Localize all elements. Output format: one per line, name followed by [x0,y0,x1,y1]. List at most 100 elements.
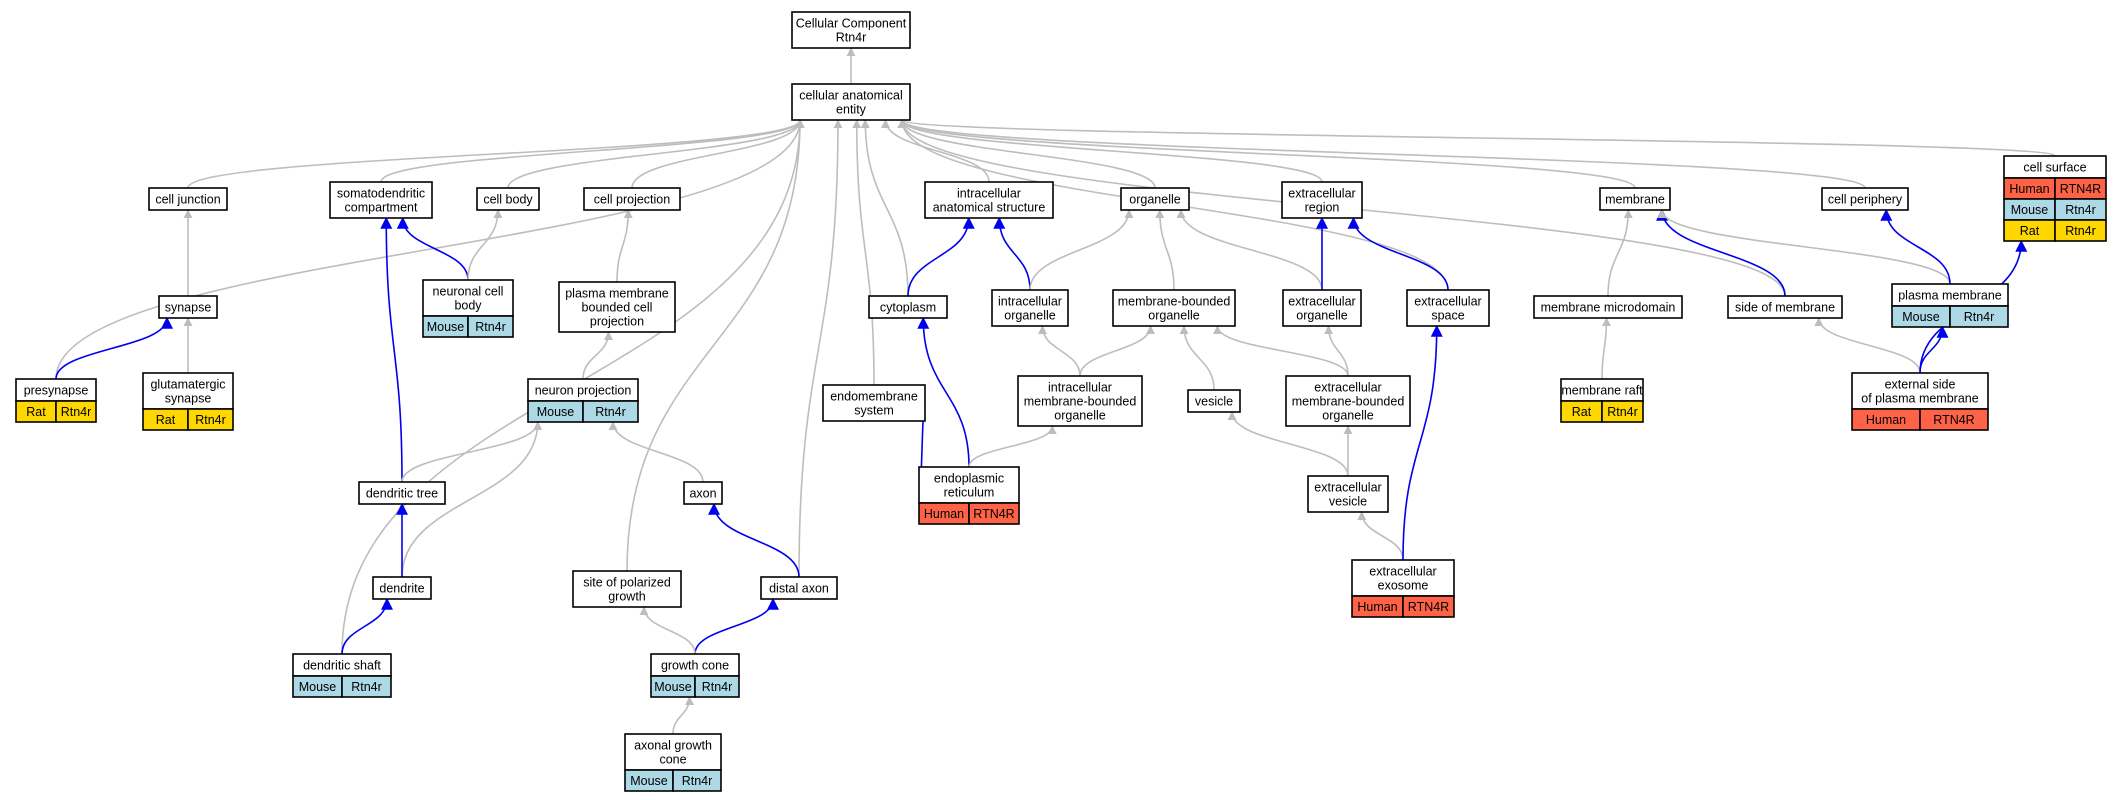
edge-dax-axon [708,502,800,578]
node-label: dendrite [379,582,424,596]
node-box [558,281,676,333]
node-box [791,11,911,49]
node-label: organelle [1322,409,1373,423]
gene-cell [341,675,392,698]
gene-cell [2054,219,2107,242]
edge-es-er [1347,216,1449,291]
edge-imbo-io [1038,325,1081,377]
node-dt[interactable]: dendritic tree [358,481,446,505]
species-label: Human [1866,413,1906,427]
node-label: cell projection [594,193,670,207]
node-box [760,576,838,600]
node-label: organelle [1129,193,1180,207]
node-syn[interactable]: synapse [158,295,218,319]
node-cper[interactable]: cell periphery [1821,187,1909,211]
node-box [422,279,514,317]
node-box [1599,187,1671,211]
node-som[interactable]: side of membrane [1727,295,1843,319]
edge-mbo-org [1155,209,1175,291]
edge-ds-den [341,597,393,655]
node-box [1187,389,1241,413]
node-label: plasma membrane [565,287,669,301]
node-box [1307,475,1389,513]
node-label: organelle [1296,309,1347,323]
node-cb[interactable]: cell body [476,187,540,211]
node-label: endoplasmic [934,472,1004,486]
node-ves[interactable]: vesicle [1187,389,1241,413]
edge-cb-cae [507,119,805,189]
node-box [1120,187,1190,211]
edge-sdc-cae [380,119,805,183]
node-label: distal axon [769,582,829,596]
species-label: Rat [156,413,176,427]
node-label: cell surface [2023,161,2086,175]
edge-exo-es [1402,324,1443,561]
node-box [148,187,228,211]
node-box [329,181,433,219]
node-label: extracellular [1414,295,1481,309]
species-label: Mouse [299,680,337,694]
node-cp[interactable]: cell projection [583,187,681,211]
edge-embo-mbo [1213,325,1349,377]
node-org[interactable]: organelle [1120,187,1190,211]
node-box [1727,295,1843,319]
node-mmd[interactable]: membrane microdomain [1533,295,1683,319]
gene-label: Rtn4r [702,680,733,694]
node-cyto[interactable]: cytoplasm [868,295,948,319]
node-den[interactable]: dendrite [372,576,432,600]
node-label: reticulum [944,486,995,500]
node-axon[interactable]: axon [683,481,723,505]
species-label: Rat [2020,224,2040,238]
node-box [158,295,218,319]
gene-cell [968,502,1020,525]
node-label: synapse [165,301,212,315]
node-cj[interactable]: cell junction [148,187,228,211]
node-label: system [854,404,894,418]
node-label: site of polarized [583,576,671,590]
gene-cell [1949,305,2009,328]
species-label: Mouse [2011,203,2049,217]
node-mem[interactable]: membrane [1599,187,1671,211]
species-label: Mouse [1902,310,1940,324]
node-box [1821,187,1909,211]
edge-ems-cae [852,119,875,386]
edge-ias-cae [881,119,990,183]
node-dax[interactable]: distal axon [760,576,838,600]
node-box [1406,289,1490,327]
node-label: presynapse [24,384,89,398]
node-label: membrane-bounded [1292,395,1405,409]
gene-label: Rtn4r [2065,224,2096,238]
edge-dax-cae [798,119,843,578]
edge-ves-mbo [1179,325,1215,391]
node-label: intracellular [1048,381,1112,395]
